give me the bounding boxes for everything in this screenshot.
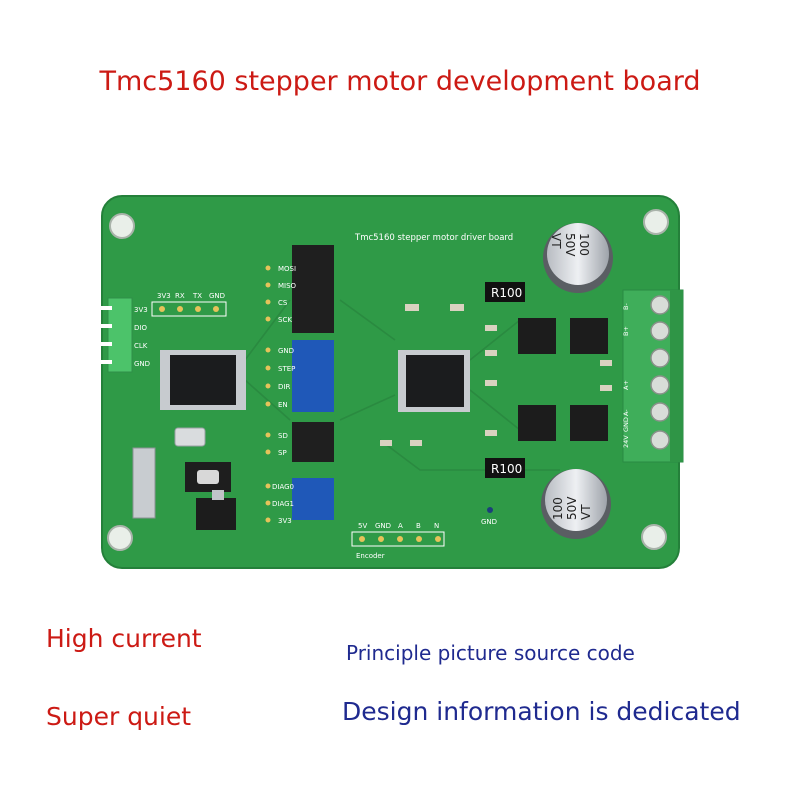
resistor-label: R100 — [491, 462, 522, 476]
shunt-resistor — [485, 458, 525, 478]
mounting-hole — [641, 524, 667, 550]
cap-label: 100 — [551, 497, 565, 520]
left-pin-label: GND — [134, 360, 150, 368]
tmc5160-chip — [398, 350, 470, 412]
jumper-block-black — [292, 422, 334, 462]
uart-pin-label: TX — [192, 292, 202, 300]
encoder-pin-label: A — [398, 522, 403, 530]
pin-label: GND — [278, 347, 294, 355]
cap-label: 50V — [563, 233, 577, 257]
pin-label: STEP — [278, 365, 295, 373]
gnd-testpoint — [487, 507, 493, 513]
encoder-label: Encoder — [356, 552, 385, 560]
jumper-block-black — [292, 245, 334, 333]
terminal-label: B- — [622, 303, 630, 310]
terminal-block: B- B+ A+ A- GND 24V — [622, 289, 684, 463]
terminal-label: A+ — [622, 380, 630, 390]
mounting-hole — [107, 525, 133, 551]
left-pin-label: 3V3 — [134, 306, 148, 314]
voltage-regulator — [196, 498, 236, 530]
feature-source-code: Principle picture source code — [346, 641, 635, 665]
terminal-label: B+ — [622, 326, 630, 336]
pin-label: SD — [278, 432, 288, 440]
pin-label: CS — [278, 299, 288, 307]
terminal-screw — [650, 430, 670, 450]
jumper-block — [292, 245, 334, 520]
pin-label: MISO — [278, 282, 297, 290]
mcu-chip — [160, 350, 246, 410]
left-pin-label: CLK — [134, 342, 148, 350]
encoder-pin-label: N — [434, 522, 439, 530]
left-pin-label: DIO — [134, 324, 147, 332]
left-pin-connector: 3V3 DIO CLK GND — [100, 297, 150, 373]
terminal-label: A- — [622, 409, 630, 416]
pin-label: EN — [278, 401, 288, 409]
terminal-screw — [650, 375, 670, 395]
pin-label: SP — [278, 449, 287, 457]
jumper-block-blue — [292, 478, 334, 520]
resistor-label: R100 — [491, 286, 522, 300]
shunt-resistor — [485, 282, 525, 302]
silk-title: Tmc5160 stepper motor driver board — [354, 233, 513, 243]
cap-label: 100 — [577, 233, 591, 256]
mosfet-array — [518, 318, 608, 441]
mounting-hole — [643, 209, 669, 235]
gnd-label: GND — [481, 518, 497, 526]
terminal-screw — [650, 321, 670, 341]
pin-label: SCK — [278, 316, 292, 324]
page-title: Tmc5160 stepper motor development board — [99, 66, 701, 97]
mounting-hole — [109, 213, 135, 239]
cap-label: 50V — [565, 496, 579, 520]
regulator-tab — [212, 490, 224, 500]
pin-label: DIAG1 — [272, 500, 294, 508]
electrolytic-capacitor: 100 50V VT — [543, 223, 613, 293]
terminal-label: GND — [622, 417, 630, 432]
uart-header: 3V3 RX TX GND — [151, 292, 227, 317]
terminal-screw — [650, 295, 670, 315]
uart-pin-label: RX — [175, 292, 185, 300]
pin-label: DIR — [278, 383, 290, 391]
electrolytic-capacitor: 100 50V VT — [541, 469, 611, 539]
terminal-label: 24V — [622, 435, 630, 448]
feature-design-info: Design information is dedicated — [342, 697, 741, 726]
cap-label: VT — [549, 233, 563, 249]
pcb-traces — [244, 299, 560, 471]
cap-label: VT — [579, 504, 593, 520]
encoder-pin-label: B — [416, 522, 421, 530]
encoder-pin-label: GND — [375, 522, 391, 530]
crystal — [174, 427, 206, 447]
encoder-header: 5V GND A B N Encoder — [351, 522, 445, 560]
feature-high-current: High current — [46, 624, 202, 653]
mosfet — [518, 405, 556, 441]
push-button-cap — [197, 470, 219, 484]
feature-super-quiet: Super quiet — [46, 702, 192, 731]
mosfet — [570, 405, 608, 441]
encoder-pin-label: 5V — [358, 522, 367, 530]
mosfet — [518, 318, 556, 354]
uart-pin-label: 3V3 — [157, 292, 171, 300]
jumper-block-blue — [292, 340, 334, 412]
mounting-holes — [107, 209, 669, 551]
header-outline — [351, 531, 445, 547]
smd-components — [380, 304, 612, 446]
mosfet — [570, 318, 608, 354]
mid-pin-labels: MOSI MISO CS SCK GND STEP DIR EN SD SP D… — [265, 265, 297, 525]
usb-connector — [132, 447, 156, 519]
pin-label: MOSI — [278, 265, 296, 273]
terminal-screw — [650, 402, 670, 422]
uart-pin-label: GND — [209, 292, 225, 300]
terminal-screw — [650, 348, 670, 368]
trace — [244, 299, 396, 421]
pin-label: 3V3 — [278, 517, 292, 525]
pin-label: DIAG0 — [272, 483, 294, 491]
header-outline — [151, 301, 227, 317]
